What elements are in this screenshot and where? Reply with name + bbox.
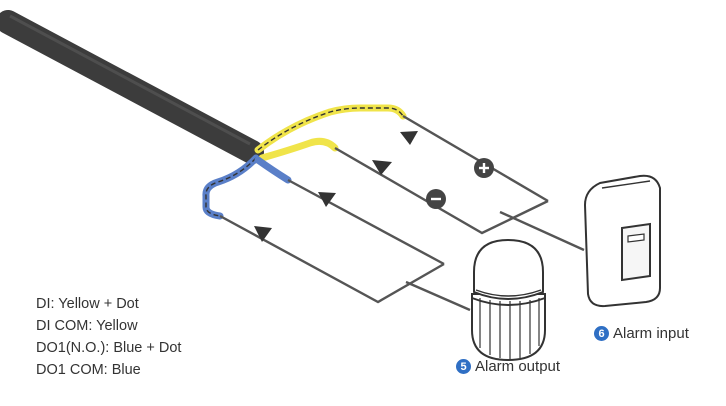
alarm-light-icon — [471, 238, 546, 362]
legend-line-do1-com: DO1 COM: Blue — [36, 362, 141, 378]
flow-arrows — [254, 131, 418, 242]
alarm-output-label: 5 Alarm output — [456, 358, 560, 375]
legend-line-do1: DO1(N.O.): Blue + Dot — [36, 340, 182, 356]
connection-lines — [219, 114, 585, 312]
alarm-output-text: Alarm output — [475, 358, 561, 375]
yellow-wires — [254, 104, 407, 162]
number-badge: 6 — [594, 326, 609, 341]
cable-icon — [0, 10, 264, 164]
arrow-icon — [372, 160, 392, 175]
plus-icon — [474, 158, 494, 178]
blue-wires — [202, 154, 292, 220]
arrow-icon — [318, 192, 336, 207]
alarm-input-label: 6 Alarm input — [594, 325, 689, 342]
number-badge: 5 — [456, 359, 471, 374]
wire-legend: DI: Yellow + Dot DI COM: Yellow DO1(N.O.… — [36, 293, 181, 381]
alarm-sensor-icon — [583, 174, 661, 308]
minus-icon — [426, 189, 446, 209]
legend-line-di-com: DI COM: Yellow — [36, 318, 138, 334]
alarm-input-text: Alarm input — [613, 325, 689, 342]
arrow-icon — [400, 131, 418, 145]
legend-line-di: DI: Yellow + Dot — [36, 296, 139, 312]
arrow-icon — [254, 226, 272, 242]
